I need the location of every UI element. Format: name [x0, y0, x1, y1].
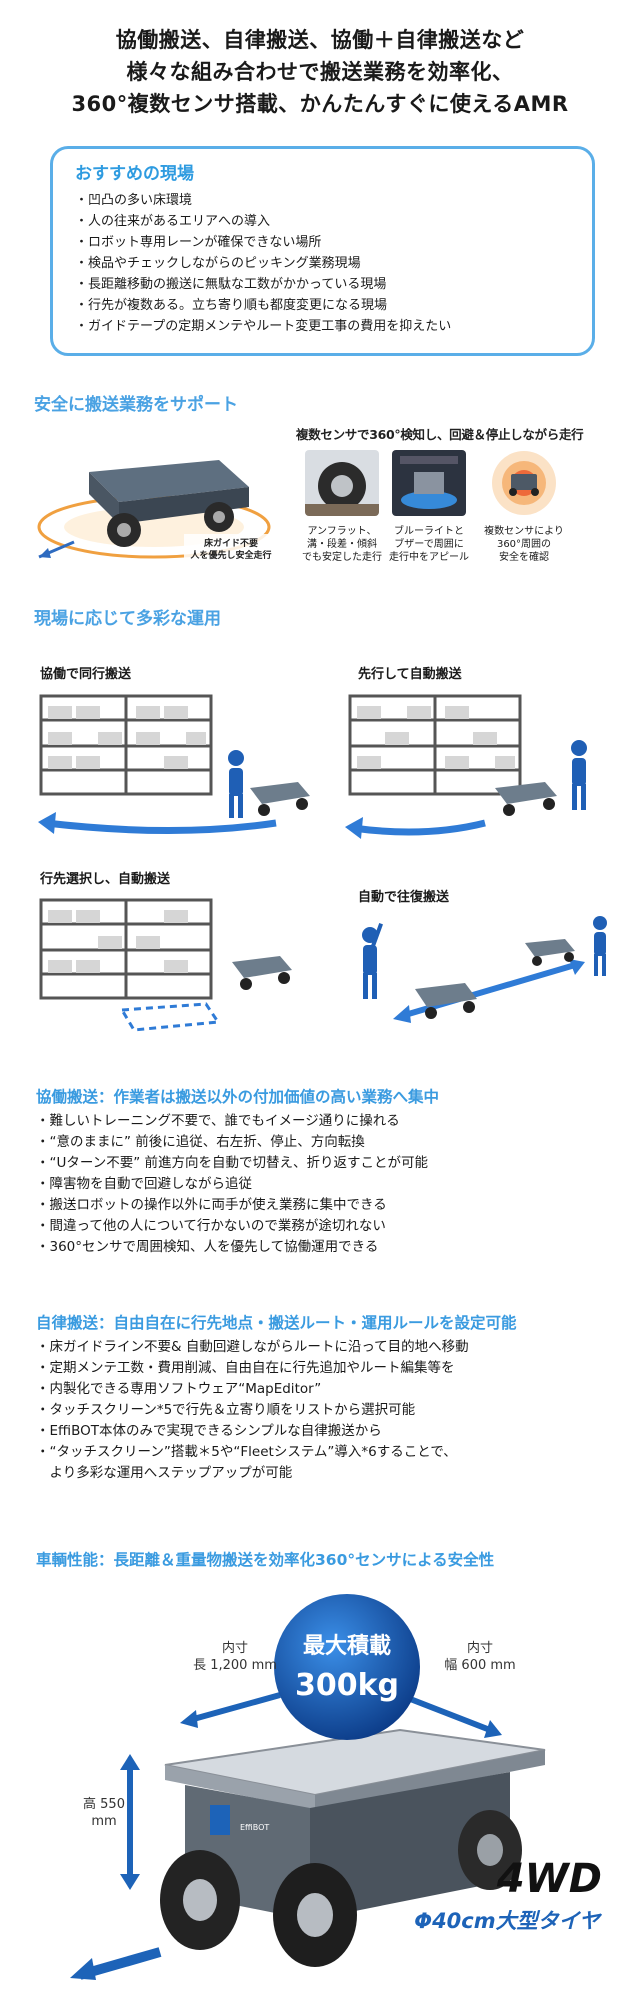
hero-heading: 協働搬送、自律搬送、協働＋自律搬送など 様々な組み合わせで搬送業務を効率化、 3… [0, 24, 640, 120]
autonomous-list: 床ガイドライン不要& 自動回避しながらルートに沿って目的地へ移動 定期メンテ工数… [36, 1337, 626, 1484]
list-item: 定期メンテ工数・費用削減、自由自在に行先追加やルート編集等を [36, 1358, 626, 1379]
sensor-heading: 複数センサで360°検知し、回避＆停止しながら走行 [296, 424, 604, 444]
list-item: タッチスクリーン*5で行先＆立寄り順をリストから選択可能 [36, 1400, 626, 1421]
list-item: 行先が複数ある。立ち寄り順も都度変更になる現場 [75, 295, 568, 316]
recommended-title: おすすめの現場 [75, 164, 194, 184]
height-dimension: 高 550 mm [83, 1797, 125, 1829]
list-item: “意のままに” 前後に追従、右左折、停止、方向転換 [36, 1132, 626, 1153]
hero-line-3: 360°複数センサ搭載、かんたんすぐに使えるAMR [71, 92, 569, 116]
sensor-range-graphic [492, 451, 556, 515]
scene-title-follow: 協働で同行搬送 [40, 667, 132, 682]
scene-title-destination: 行先選択し、自動搬送 [40, 872, 171, 887]
collab-list: 難しいトレーニング不要で、誰でもイメージ通りに操れる “意のままに” 前後に追従… [36, 1111, 626, 1258]
blue-light-photo [392, 450, 466, 516]
list-item: 床ガイドライン不要& 自動回避しながらルートに沿って目的地へ移動 [36, 1337, 626, 1358]
list-item: 360°センサで周囲検知、人を優先して協働運用できる [36, 1237, 626, 1258]
list-item: 障害物を自動で回避しながら追従 [36, 1174, 626, 1195]
robot-spec-illustration: EffiBOT [70, 1692, 546, 1980]
caption-blue-light: ブルーライトと ブザーで周囲に 走行中をアピール [389, 526, 469, 563]
recommended-list: 凹凸の多い床環境 人の往来があるエリアへの導入 ロボット専用レーンが確保できない… [75, 190, 568, 337]
hero-line-1: 協働搬送、自律搬送、協働＋自律搬送など [115, 28, 525, 52]
collab-heading: 協働搬送：作業者は搬送以外の付加価値の高い業務へ集中 [36, 1088, 440, 1106]
floor-guide-text-2: 人を優先し安全走行 [189, 549, 271, 561]
collab-section: 協働搬送：作業者は搬送以外の付加価値の高い業務へ集中 難しいトレーニング不要で、… [36, 1085, 626, 1258]
floor-guide-text-1: 床ガイド不要 [204, 537, 258, 549]
scene-follow-illustration [38, 694, 310, 834]
autonomous-section: 自律搬送：自由自在に行先地点・搬送ルート・運用ルールを設定可能 床ガイドライン不… [36, 1311, 626, 1484]
scene-lead-illustration [345, 694, 587, 839]
safety-title: 安全に搬送業務をサポート [34, 395, 238, 415]
operations-title: 現場に応じて多彩な運用 [34, 609, 221, 629]
width-dimension: 内寸 幅 600 mm [444, 1641, 516, 1673]
scene-title-lead: 先行して自動搬送 [358, 667, 462, 682]
recommended-sites-box: おすすめの現場 凹凸の多い床環境 人の往来があるエリアへの導入 ロボット専用レー… [50, 146, 595, 356]
brand-mark: EffiBOT [240, 1823, 269, 1832]
caption-sensors: 複数センサにより 360°周囲の 安全を確認 [484, 526, 564, 563]
vehicle-heading: 車輌性能：長距離＆重量物搬送を効率化360°センサによる安全性 [36, 1551, 495, 1569]
list-item: 凹凸の多い床環境 [75, 190, 568, 211]
list-item: 検品やチェックしながらのピッキング業務現場 [75, 253, 568, 274]
payload-value: 300kg [294, 1668, 400, 1703]
drive-label: 4WD [496, 1856, 602, 1902]
wheel-photo [305, 450, 379, 516]
list-item: “タッチスクリーン”搭載＊5や“Fleetシステム”導入*6することで、 [36, 1442, 626, 1463]
list-item: ガイドテープの定期メンテやルート変更工事の費用を抑えたい [75, 316, 568, 337]
list-item: 人の往来があるエリアへの導入 [75, 211, 568, 232]
robot-safety-illustration: 床ガイド不要 人を優先し安全走行 [37, 460, 279, 562]
list-item: “Uターン不要” 前進方向を自動で切替え、折り返すことが可能 [36, 1153, 626, 1174]
list-item: より多彩な運用へステップアップが可能 [49, 1465, 293, 1481]
tire-label: Φ40cm大型タイヤ [414, 1909, 600, 1933]
vehicle-section: 車輌性能：長距離＆重量物搬送を効率化360°センサによる安全性 [36, 1548, 626, 1570]
list-item: 内製化できる専用ソフトウェア“MapEditor” [36, 1379, 626, 1400]
list-item: 搬送ロボットの操作以外に両手が使え業務に集中できる [36, 1195, 626, 1216]
payload-label: 最大積載 [302, 1634, 391, 1659]
list-item: 難しいトレーニング不要で、誰でもイメージ通りに操れる [36, 1111, 626, 1132]
length-dimension: 内寸 長 1,200 mm [193, 1641, 277, 1673]
scene-destination-illustration [39, 898, 292, 1032]
autonomous-heading: 自律搬送：自由自在に行先地点・搬送ルート・運用ルールを設定可能 [36, 1314, 517, 1332]
scene-roundtrip-illustration [362, 916, 607, 1023]
scene-title-roundtrip: 自動で往復搬送 [358, 890, 450, 905]
payload-badge [274, 1594, 420, 1740]
list-item: 間違って他の人について行かないので業務が途切れない [36, 1216, 626, 1237]
list-item: 長距離移動の搬送に無駄な工数がかかっている現場 [75, 274, 568, 295]
caption-wheel: アンフラット、 溝・段差・傾斜 でも安定した走行 [302, 526, 382, 563]
list-item: ロボット専用レーンが確保できない場所 [75, 232, 568, 253]
hero-line-2: 様々な組み合わせで搬送業務を効率化、 [126, 60, 514, 84]
list-item: EffiBOT本体のみで実現できるシンプルな自律搬送から [36, 1421, 626, 1442]
